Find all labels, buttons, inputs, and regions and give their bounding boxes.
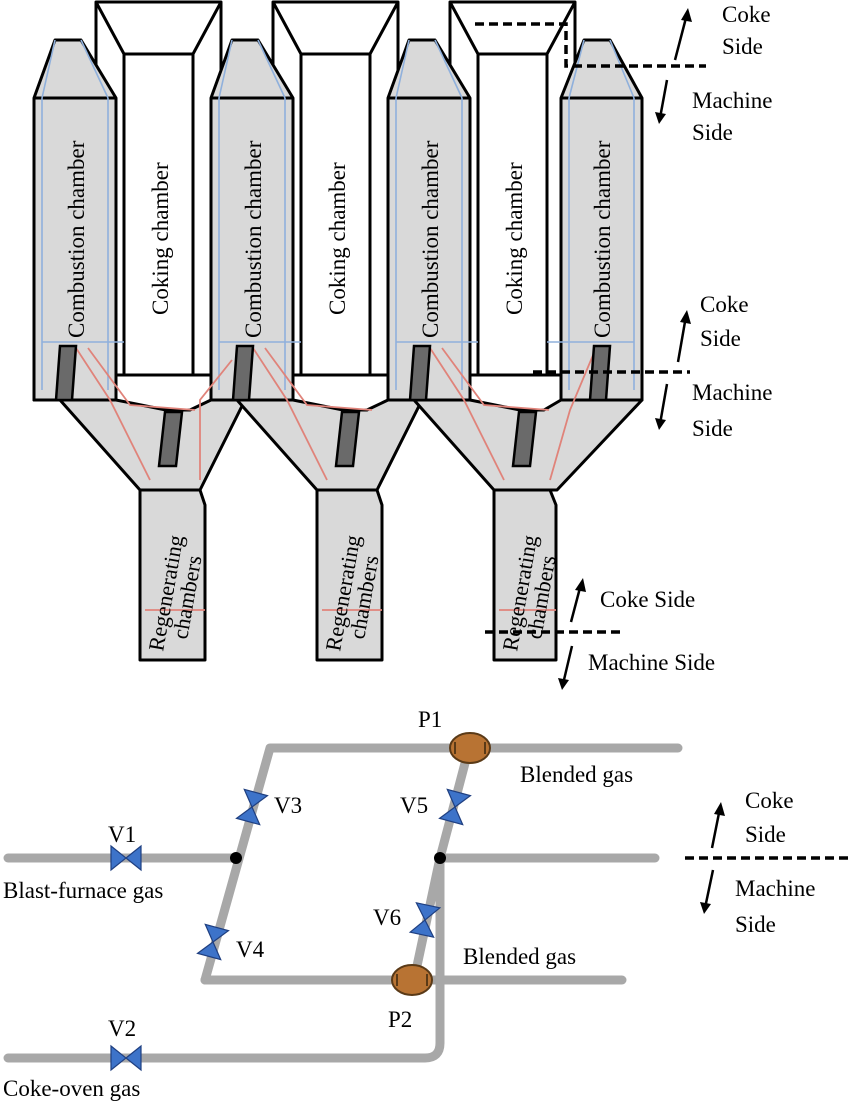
label-v5: V5	[400, 793, 428, 818]
side-indicator-middle: Coke Side Machine Side	[533, 292, 772, 441]
label-coke-oven-gas: Coke-oven gas	[3, 1076, 140, 1101]
coking-label-1: Coking chamber	[148, 162, 173, 315]
label-v6: V6	[373, 905, 401, 930]
label-v1: V1	[108, 822, 136, 847]
machine-side-label-regen: Machine Side	[588, 650, 715, 675]
valve-v3[interactable]	[235, 788, 269, 826]
side-indicator-bottom: Coke Side Machine Side	[685, 788, 848, 937]
side-word-1: Side	[722, 34, 763, 59]
coking-chamber-1	[94, 0, 223, 377]
pumps	[391, 732, 491, 996]
combustion-label-3: Combustion chamber	[418, 140, 443, 338]
coke-side-label-regen: Coke Side	[600, 587, 695, 612]
label-blended-gas-bottom: Blended gas	[463, 944, 576, 969]
valve-v6[interactable]	[408, 901, 442, 939]
gas-pipeline	[3, 743, 683, 1063]
label-blended-gas-top: Blended gas	[520, 762, 633, 787]
combustion-label-4: Combustion chamber	[590, 140, 615, 338]
flue-slots	[54, 344, 612, 468]
coke-word-1: Coke	[722, 2, 771, 27]
pipe-coke-oven	[3, 853, 445, 1063]
junction-node-1	[230, 852, 242, 864]
regenerating-chambers	[138, 488, 558, 662]
valve-v4[interactable]	[196, 923, 230, 961]
side-indicator-top: Coke Side Machine Side	[475, 2, 772, 145]
side-word-5: Side	[745, 822, 786, 847]
combustion-label-2: Combustion chamber	[241, 140, 266, 338]
label-blast-furnace-gas: Blast-furnace gas	[3, 878, 163, 903]
valve-v2[interactable]	[110, 1044, 142, 1072]
combustion-chambers	[32, 38, 644, 402]
valves	[110, 788, 472, 1072]
valve-v1[interactable]	[110, 844, 142, 872]
label-p1: P1	[418, 707, 442, 732]
coking-chamber-3	[448, 0, 577, 377]
side-word-2: Side	[692, 120, 733, 145]
coke-word-2: Coke	[700, 292, 749, 317]
coking-chamber-2	[271, 0, 400, 377]
side-word-6: Side	[735, 912, 776, 937]
combustion-label-1: Combustion chamber	[64, 140, 89, 338]
combustion-chamber-3	[386, 38, 478, 402]
label-v2: V2	[108, 1016, 136, 1041]
pipeline-labels: V1 V2 V3 V4 V5 V6 P1 P2 Blast-furnace ga…	[3, 707, 633, 1101]
pump-p1[interactable]	[449, 732, 491, 764]
coke-word-3: Coke	[745, 788, 794, 813]
machine-word-2: Machine	[692, 380, 772, 405]
valve-v5[interactable]	[438, 788, 472, 826]
label-p2: P2	[388, 1007, 412, 1032]
label-v3: V3	[274, 793, 302, 818]
coking-label-2: Coking chamber	[325, 162, 350, 315]
label-v4: V4	[236, 937, 265, 962]
side-indicator-regen: Coke Side Machine Side	[485, 578, 715, 690]
pipe-upper-loop	[200, 743, 683, 985]
machine-word-1: Machine	[692, 88, 772, 113]
side-word-3: Side	[700, 326, 741, 351]
connecting-ducts	[32, 347, 644, 492]
pump-p2[interactable]	[391, 964, 433, 996]
junction-node-2	[434, 852, 446, 864]
coking-label-3: Coking chamber	[502, 162, 527, 315]
side-word-4: Side	[692, 416, 733, 441]
machine-word-3: Machine	[735, 876, 815, 901]
coking-chambers	[94, 0, 577, 377]
